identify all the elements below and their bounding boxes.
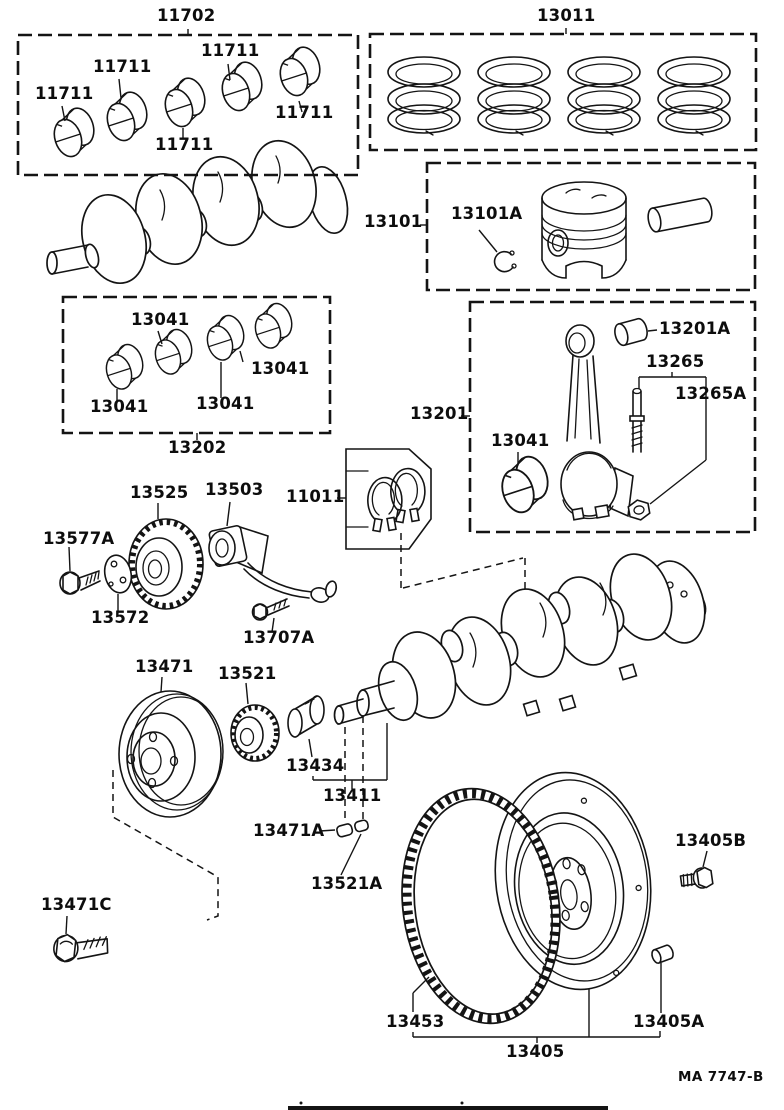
part-label-13521A: 13521A bbox=[311, 874, 383, 893]
flywheel-drawing bbox=[494, 771, 652, 991]
woodruff-key-drawing bbox=[336, 823, 354, 838]
part-label-13265: 13265 bbox=[646, 352, 705, 371]
part-label-13572: 13572 bbox=[91, 608, 150, 627]
part-label-11702: 11702 bbox=[157, 6, 216, 25]
part-label-11011: 11011 bbox=[286, 487, 345, 506]
flywheel-bolt-drawing bbox=[679, 866, 714, 889]
crankshaft-timing-gear bbox=[128, 503, 204, 610]
piston-ring-set bbox=[477, 56, 551, 136]
piston-drawing bbox=[541, 181, 627, 279]
crankshaft-hub-drawing bbox=[287, 695, 325, 758]
chain-tensioner-drawing bbox=[208, 501, 338, 603]
piston-ring-set bbox=[657, 56, 731, 136]
connecting-rod-box bbox=[461, 300, 757, 534]
part-label-13707A: 13707A bbox=[243, 628, 315, 647]
part-label-13011: 13011 bbox=[537, 6, 596, 25]
damper-bolt-drawing bbox=[251, 598, 290, 633]
part-label-13521: 13521 bbox=[218, 664, 277, 683]
part-label-13041-3: 13041 bbox=[90, 397, 149, 416]
part-label-13471: 13471 bbox=[135, 657, 194, 676]
part-label-13405B: 13405B bbox=[675, 831, 747, 850]
part-label-13201A: 13201A bbox=[659, 319, 731, 338]
part-label-13041-5: 13041 bbox=[491, 431, 550, 450]
main-bearing-lower-set-box bbox=[61, 295, 332, 440]
pin-snap-ring-drawing bbox=[493, 250, 517, 273]
flywheel-dowel-pin-drawing bbox=[651, 944, 674, 964]
flywheel-bracket-lines bbox=[412, 963, 662, 1043]
bearing-set-bracket bbox=[312, 723, 388, 876]
tensioner-plate-drawing bbox=[103, 554, 133, 612]
part-label-13041-2: 13041 bbox=[251, 359, 310, 378]
part-label-11711-2: 11711 bbox=[93, 57, 152, 76]
connecting-rod-drawing bbox=[560, 324, 634, 521]
part-label-13101: 13101 bbox=[364, 212, 423, 231]
rod-bolt-drawing bbox=[629, 387, 645, 453]
part-label-13041-1: 13041 bbox=[131, 310, 190, 329]
thrust-washer-assembly bbox=[337, 448, 432, 550]
crankshaft-detail-drawing bbox=[333, 553, 707, 725]
part-label-13202: 13202 bbox=[168, 438, 227, 457]
part-label-11711-1: 11711 bbox=[35, 84, 94, 103]
piston-assembly-box bbox=[420, 161, 757, 292]
piston-pin-drawing bbox=[647, 197, 713, 233]
main-bearing-upper-set-box bbox=[16, 29, 360, 177]
piston-ring-set bbox=[387, 56, 461, 136]
part-label-11711-4: 11711 bbox=[201, 41, 260, 60]
figure-code: MA 7747-B bbox=[678, 1069, 764, 1085]
part-label-11711-3: 11711 bbox=[155, 135, 214, 154]
part-label-13411: 13411 bbox=[323, 786, 382, 805]
crank-pulley-drawing bbox=[118, 676, 224, 818]
part-label-13434: 13434 bbox=[286, 756, 345, 775]
part-label-13405A: 13405A bbox=[633, 1012, 705, 1031]
part-label-13453: 13453 bbox=[386, 1012, 445, 1031]
part-label-13577A: 13577A bbox=[43, 529, 115, 548]
small-end-bushing-drawing bbox=[614, 317, 648, 347]
pulley-bolt-drawing bbox=[53, 933, 109, 963]
tensioner-bolt-drawing bbox=[59, 546, 101, 595]
part-label-13265A: 13265A bbox=[675, 384, 747, 403]
part-label-13041-4: 13041 bbox=[196, 394, 255, 413]
part-label-11711-5: 11711 bbox=[275, 103, 334, 122]
piston-ring-set-box bbox=[368, 28, 758, 152]
flywheel-ring-gear-drawing bbox=[401, 787, 561, 1025]
rod-nut-drawing bbox=[627, 499, 651, 521]
assembly-leader-lines bbox=[112, 533, 526, 921]
piston-ring-set bbox=[567, 56, 641, 136]
part-label-13471C: 13471C bbox=[41, 895, 112, 914]
gear-key-drawing bbox=[354, 819, 369, 833]
part-label-13201: 13201 bbox=[410, 404, 469, 423]
scan-artifacts bbox=[288, 1101, 608, 1110]
part-label-13503: 13503 bbox=[205, 480, 264, 499]
part-label-13405: 13405 bbox=[506, 1042, 565, 1061]
part-label-13101A: 13101A bbox=[451, 204, 523, 223]
part-label-13471A: 13471A bbox=[253, 821, 325, 840]
crank-drive-gear-drawing bbox=[230, 682, 280, 762]
part-label-13525: 13525 bbox=[130, 483, 189, 502]
crankshaft-sketch bbox=[46, 139, 349, 285]
